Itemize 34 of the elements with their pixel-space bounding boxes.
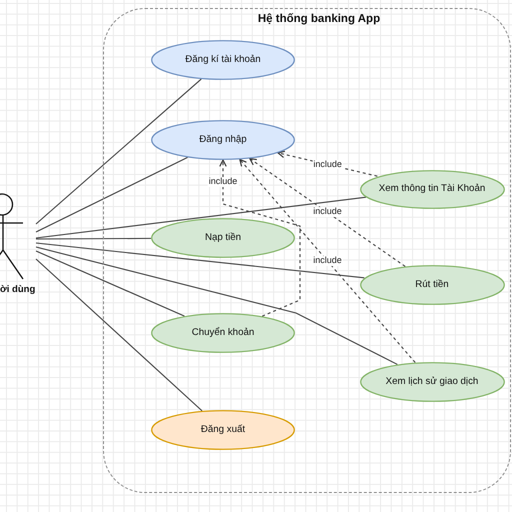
connector-line — [36, 250, 185, 317]
connector-line — [36, 246, 398, 365]
use-case-label: Nạp tiền — [204, 232, 242, 244]
actor-label: ời dùng — [0, 284, 36, 296]
connector-line — [36, 156, 188, 232]
use-case-label: Đăng kí tài khoản — [185, 54, 261, 66]
use-case-ellipse — [360, 265, 504, 305]
use-case-label: Đăng xuất — [200, 424, 246, 436]
dashed-arrow — [249, 158, 406, 267]
use-case-label: Đăng nhập — [199, 134, 247, 146]
dashed-arrow — [219, 159, 301, 317]
use-case-label: Xem lịch sử giao dịch — [386, 376, 478, 388]
use-case-ellipse — [151, 313, 295, 353]
dashed-arrow — [239, 158, 416, 363]
system-title: Hệ thống banking App — [258, 13, 380, 27]
connector-line — [36, 242, 364, 278]
connector-line — [36, 78, 202, 224]
use-case-ellipse — [151, 218, 295, 258]
edge-label: include — [312, 160, 343, 170]
connector-line — [36, 196, 366, 239]
edge-label: include — [312, 256, 343, 266]
connector-line — [36, 238, 152, 240]
use-case-label: Chuyển khoản — [192, 327, 254, 339]
use-case-label: Xem thông tin Tài Khoản — [378, 183, 486, 195]
connector-line — [36, 258, 202, 412]
use-case-ellipse — [151, 410, 295, 450]
use-case-ellipse — [151, 120, 295, 160]
edge-label: include — [312, 208, 343, 218]
system-boundary — [103, 8, 511, 493]
use-case-label: Rút tiền — [415, 279, 449, 291]
use-case-ellipse — [360, 170, 504, 208]
use-case-ellipse — [360, 362, 504, 402]
use-case-ellipse — [151, 40, 295, 80]
edge-label: include — [208, 177, 238, 187]
